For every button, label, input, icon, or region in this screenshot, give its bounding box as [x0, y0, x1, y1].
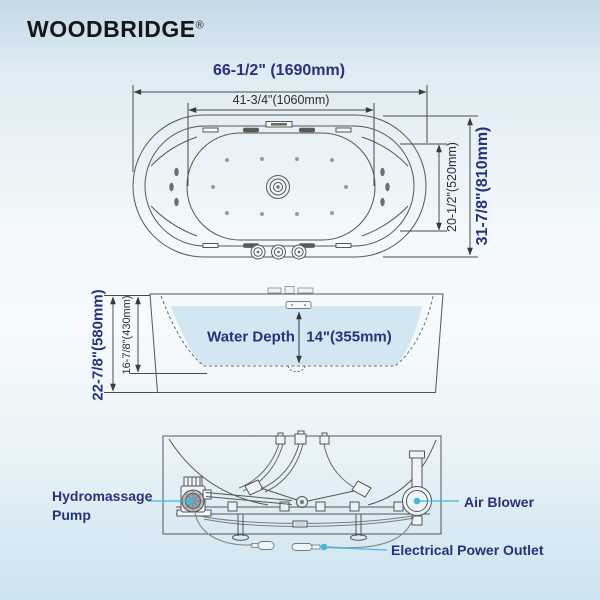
electrical-power-outlet-label: Electrical Power Outlet — [391, 542, 544, 558]
water-depth-value: 14"(355mm) — [306, 328, 392, 346]
dim-basin-width: 41-3/4"(1060mm) — [232, 93, 330, 107]
registered-mark: ® — [195, 19, 205, 32]
top-view-drawing — [132, 114, 427, 260]
side-view-drawing — [149, 286, 444, 393]
water-depth-label: Water Depth — [207, 328, 295, 346]
dim-overall-width: 66-1/2" (1690mm) — [212, 62, 346, 79]
pump-label-line1: Hydromassage — [52, 488, 153, 504]
dim-basin-depth: 20-1/2"(520mm) — [445, 142, 459, 232]
brand-name: WOODBRIDGE — [27, 16, 196, 42]
air-blower-label: Air Blower — [464, 494, 535, 510]
side-view-dimensions — [104, 295, 207, 393]
pump-label-line2: Pump — [52, 506, 91, 523]
dim-overall-height: 22-7/8"(580mm) — [89, 289, 107, 401]
brand-logo: WOODBRIDGE® — [27, 16, 204, 43]
top-view-dimensions — [132, 85, 478, 258]
leader-lines — [148, 497, 459, 551]
hydromassage-pump-label: Hydromassage Pump — [52, 487, 152, 524]
dim-basin-height: 16-7/8"(430mm) — [121, 295, 133, 375]
bottom-view-drawing — [162, 430, 442, 551]
dim-overall-depth: 31-7/8"(810mm) — [474, 126, 491, 246]
